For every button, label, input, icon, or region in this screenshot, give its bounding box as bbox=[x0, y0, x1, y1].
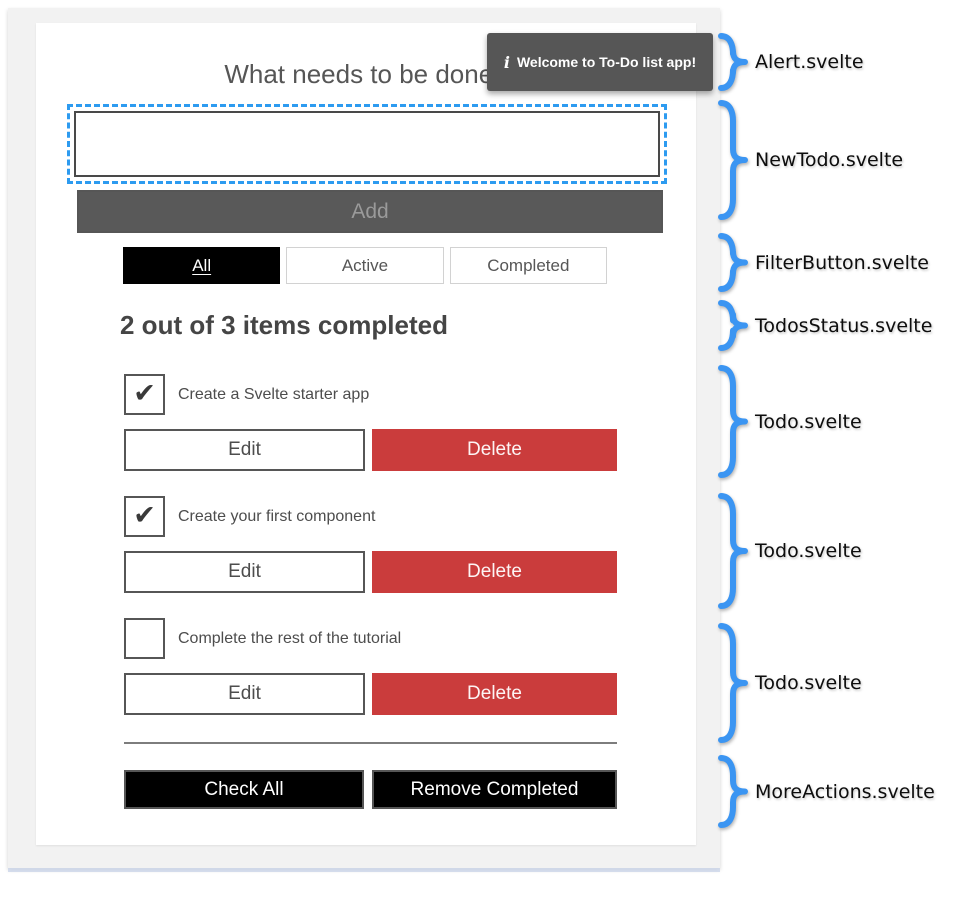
annotation-todos-status: TodosStatus.svelte bbox=[718, 300, 968, 351]
component-label: MoreActions.svelte bbox=[755, 780, 935, 803]
add-button[interactable]: Add bbox=[77, 190, 663, 233]
todo-item: ✔ Create your first component Edit Delet… bbox=[124, 496, 653, 593]
checkmark-icon: ✔ bbox=[133, 378, 156, 408]
curly-brace-icon bbox=[718, 100, 748, 220]
todo-item: ✔ Create a Svelte starter app Edit Delet… bbox=[124, 374, 653, 471]
todos-status-heading: 2 out of 3 items completed bbox=[120, 310, 448, 340]
filter-button-group: All Active Completed bbox=[123, 247, 607, 284]
annotation-todo-2: Todo.svelte bbox=[718, 493, 968, 609]
delete-button[interactable]: Delete bbox=[372, 429, 617, 471]
component-label: Todo.svelte bbox=[755, 672, 862, 694]
todo-label: Create your first component bbox=[178, 507, 376, 525]
component-label: Todo.svelte bbox=[755, 410, 862, 433]
component-label: Todo.svelte bbox=[755, 540, 862, 562]
todo-checkbox-unchecked[interactable] bbox=[124, 618, 165, 659]
new-todo-input[interactable] bbox=[67, 104, 667, 184]
check-all-button[interactable]: Check All bbox=[124, 770, 364, 809]
edit-button[interactable]: Edit bbox=[124, 429, 365, 471]
filter-button-all[interactable]: All bbox=[123, 247, 281, 284]
todo-item: Complete the rest of the tutorial Edit D… bbox=[124, 618, 653, 715]
curly-brace-icon bbox=[718, 623, 748, 743]
edit-button[interactable]: Edit bbox=[124, 673, 365, 715]
filter-button-active[interactable]: Active bbox=[286, 247, 444, 284]
edit-button[interactable]: Edit bbox=[124, 551, 365, 593]
annotation-todo-3: Todo.svelte bbox=[718, 623, 968, 743]
app-heading: What needs to be done? bbox=[224, 59, 508, 89]
todo-label: Create a Svelte starter app bbox=[178, 385, 370, 403]
filter-button-completed[interactable]: Completed bbox=[449, 247, 607, 284]
annotation-new-todo: NewTodo.svelte bbox=[718, 100, 968, 220]
component-label: FilterButton.svelte bbox=[755, 251, 929, 274]
checkmark-icon: ✔ bbox=[133, 500, 156, 530]
todo-label: Complete the rest of the tutorial bbox=[178, 629, 402, 647]
curly-brace-icon bbox=[718, 365, 748, 478]
annotation-todo-1: Todo.svelte bbox=[718, 365, 968, 478]
curly-brace-icon bbox=[718, 300, 748, 351]
component-label: NewTodo.svelte bbox=[755, 149, 904, 171]
divider bbox=[124, 742, 617, 744]
curly-brace-icon bbox=[718, 755, 748, 828]
todo-checkbox-checked[interactable]: ✔ bbox=[124, 374, 165, 415]
todo-app-card: What needs to be done? i Welcome to To-D… bbox=[36, 23, 713, 845]
annotation-filter-button: FilterButton.svelte bbox=[718, 233, 968, 292]
annotation-more-actions: MoreActions.svelte bbox=[718, 755, 968, 828]
curly-brace-icon bbox=[718, 493, 748, 609]
alert-message: Welcome to To-Do list app! bbox=[516, 54, 697, 70]
curly-brace-icon bbox=[718, 33, 748, 91]
delete-button[interactable]: Delete bbox=[372, 673, 617, 715]
info-icon: i bbox=[503, 52, 510, 72]
component-label: Alert.svelte bbox=[755, 51, 864, 73]
app-background-panel: What needs to be done? i Welcome to To-D… bbox=[8, 8, 720, 872]
remove-completed-button[interactable]: Remove Completed bbox=[372, 770, 617, 809]
todo-checkbox-checked[interactable]: ✔ bbox=[124, 496, 165, 537]
curly-brace-icon bbox=[718, 233, 748, 292]
delete-button[interactable]: Delete bbox=[372, 551, 617, 593]
annotation-alert: Alert.svelte bbox=[718, 33, 968, 91]
alert-toast[interactable]: i Welcome to To-Do list app! bbox=[487, 33, 713, 91]
component-label: TodosStatus.svelte bbox=[755, 314, 933, 337]
